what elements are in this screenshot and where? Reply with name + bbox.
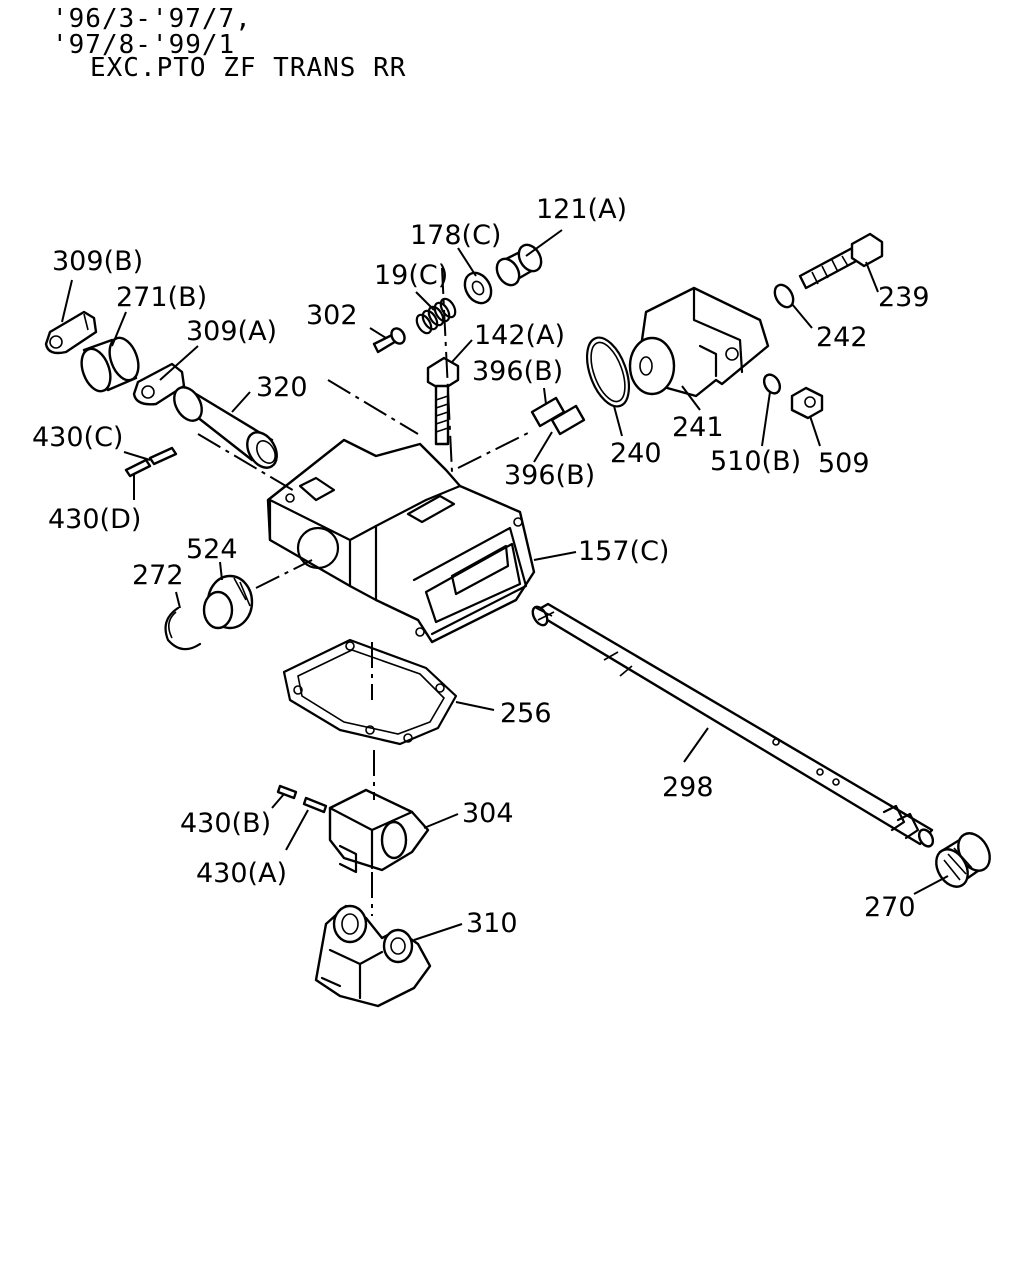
label-271b: 271(B) — [116, 282, 207, 313]
part-241-housing — [628, 286, 770, 398]
part-510b-washer — [762, 373, 782, 395]
part-309b-plate — [44, 310, 98, 355]
part-310-fork — [314, 904, 432, 1008]
header-date-range-1: '96/3-'97/7, — [52, 4, 252, 34]
label-240: 240 — [610, 438, 662, 469]
part-121a-plug — [495, 243, 543, 287]
part-509-nut — [790, 386, 824, 420]
part-271b-bushing — [80, 336, 140, 393]
label-256: 256 — [500, 698, 552, 729]
label-309b: 309(B) — [52, 246, 143, 277]
label-430b: 430(B) — [180, 808, 271, 839]
label-302: 302 — [306, 300, 358, 331]
part-142a-bolt — [426, 356, 460, 446]
label-430a: 430(A) — [196, 858, 287, 889]
label-309a: 309(A) — [186, 316, 277, 347]
part-302-bolt — [372, 327, 406, 354]
alignment-lines — [197, 267, 531, 916]
label-157c: 157(C) — [578, 536, 669, 567]
label-121a: 121(A) — [536, 194, 627, 225]
part-298-shaft — [531, 602, 935, 848]
leader-lines — [61, 229, 949, 941]
part-242-washer — [773, 283, 795, 309]
part-430b-pin — [276, 784, 298, 800]
label-320: 320 — [256, 372, 308, 403]
label-239: 239 — [878, 282, 930, 313]
part-396b-dowel-2 — [550, 404, 586, 436]
part-430d-pin — [124, 458, 152, 478]
label-19c: 19(C) — [374, 260, 448, 291]
label-304: 304 — [462, 798, 514, 829]
part-19c-spring — [415, 297, 457, 335]
label-396b-lower: 396(B) — [504, 460, 595, 491]
part-304-shifter — [328, 788, 430, 874]
label-298: 298 — [662, 772, 714, 803]
part-270-needle-bearing — [935, 832, 991, 888]
header-application-note: EXC.PTO ZF TRANS RR — [90, 53, 407, 83]
part-524-plug — [202, 574, 254, 630]
label-509: 509 — [818, 448, 870, 479]
part-157c-case — [266, 438, 536, 644]
part-239-bolt — [798, 232, 884, 290]
part-320-shaft — [173, 386, 278, 469]
label-524: 524 — [186, 534, 238, 565]
part-labels: 309(B) 271(B) 309(A) 320 430(C) 430(D) 3… — [32, 194, 930, 939]
part-240-oring — [585, 336, 631, 408]
label-270: 270 — [864, 892, 916, 923]
label-142a: 142(A) — [474, 320, 565, 351]
label-430d: 430(D) — [48, 504, 141, 535]
part-272-snap-ring — [164, 606, 202, 651]
part-430a-pin — [302, 796, 328, 814]
part-430c-pin — [148, 446, 178, 466]
part-256-gasket — [282, 638, 458, 746]
label-310: 310 — [466, 908, 518, 939]
part-178c-washer — [463, 271, 493, 305]
part-309a-plate — [132, 362, 186, 406]
label-396b-upper: 396(B) — [472, 356, 563, 387]
header-block: '96/3-'97/7, '97/8-'99/1 EXC.PTO ZF TRAN… — [0, 0, 1024, 90]
header-date-range-2: '97/8-'99/1 — [52, 30, 236, 60]
label-510b: 510(B) — [710, 446, 801, 477]
label-272: 272 — [132, 560, 184, 591]
label-178c: 178(C) — [410, 220, 501, 251]
label-242: 242 — [816, 322, 868, 353]
label-241: 241 — [672, 412, 724, 443]
label-430c: 430(C) — [32, 422, 123, 453]
